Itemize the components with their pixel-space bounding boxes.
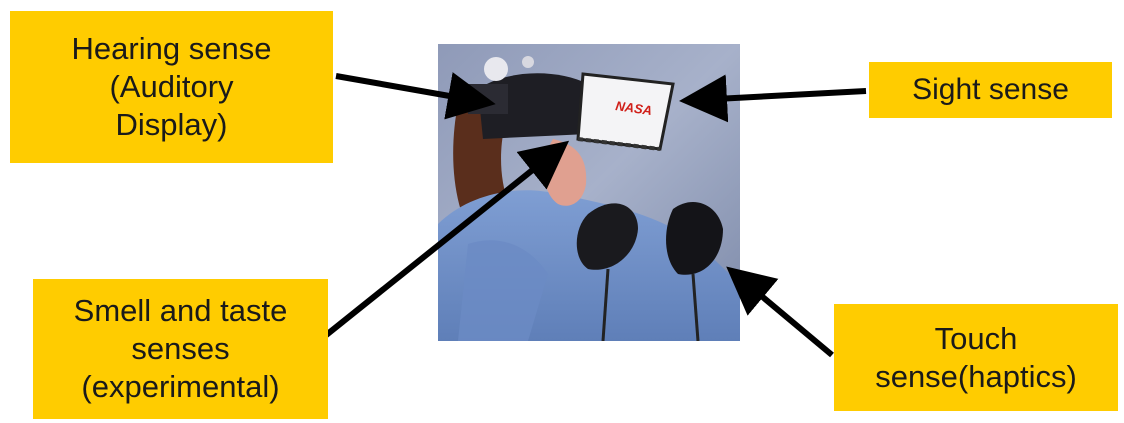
vr-user-photo: NASA (438, 44, 740, 341)
arrow-touch (740, 278, 832, 355)
sight-sense-label: Sight sense (869, 62, 1112, 118)
tracker-sphere-small (522, 56, 534, 68)
hearing-sense-label: Hearing sense (Auditory Display) (10, 11, 333, 163)
vr-user-illustration: NASA (438, 44, 740, 341)
tracker-sphere (484, 57, 508, 81)
smell-taste-sense-label: Smell and taste senses (experimental) (33, 279, 328, 419)
headphone-unit (468, 84, 508, 114)
touch-sense-label: Touch sense(haptics) (834, 304, 1118, 411)
